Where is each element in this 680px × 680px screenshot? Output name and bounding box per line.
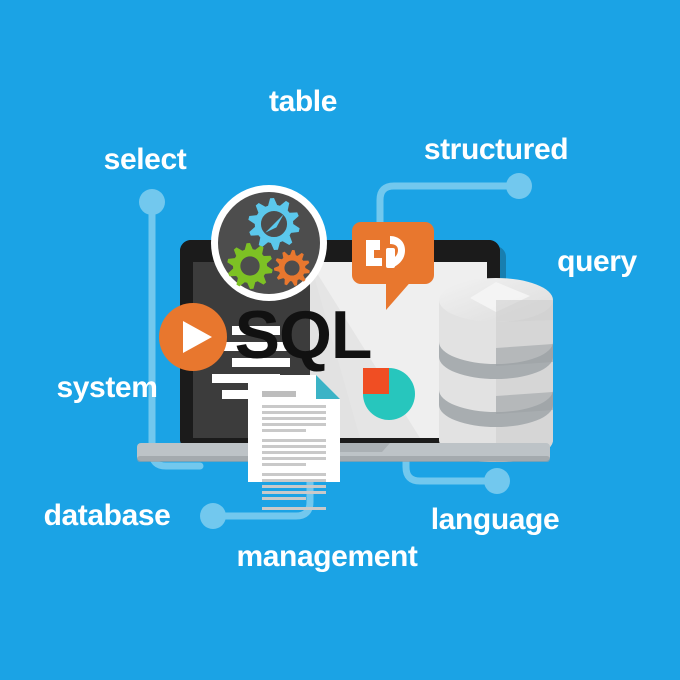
language-connector-dot — [484, 468, 510, 494]
document-text-line — [262, 457, 326, 460]
document-heading-line — [262, 391, 296, 397]
document-text-line — [262, 445, 326, 448]
document-text-line — [262, 429, 306, 432]
code-bar-2 — [232, 358, 290, 367]
structured-connector-dot — [506, 173, 532, 199]
code-bar-4 — [222, 390, 260, 399]
document-text-line — [262, 423, 326, 426]
keyword-table: table — [268, 85, 338, 118]
document-text-line — [262, 405, 326, 408]
document-text-line — [262, 485, 326, 488]
code-bar-0 — [232, 326, 280, 335]
code-lines — [212, 326, 290, 399]
keyword-management: management — [236, 540, 418, 573]
select-connector-dot — [139, 189, 165, 215]
compass-needle-icon — [265, 214, 284, 233]
laptop-base — [137, 443, 550, 462]
chat-bubble-icon[interactable] — [352, 222, 434, 310]
database-connector-line — [209, 444, 314, 520]
keyword-database: database — [43, 499, 171, 532]
document-text-line — [262, 491, 326, 494]
gear-green — [227, 243, 273, 289]
document-icon — [248, 375, 340, 510]
keyword-query: query — [557, 245, 637, 278]
structured-connector-line — [376, 182, 523, 242]
keyword-language: language — [430, 503, 560, 536]
code-bar-3 — [212, 374, 280, 383]
document-text-line — [262, 507, 326, 510]
document-text-line — [262, 417, 326, 420]
document-text-line — [262, 497, 306, 500]
document-text-line — [262, 439, 326, 442]
document-text-line — [262, 463, 306, 466]
database-cylinder-icon — [439, 278, 553, 462]
document-text-line — [262, 479, 326, 482]
keyword-select: select — [103, 143, 187, 176]
gear-orange — [274, 250, 310, 286]
gears-icon[interactable] — [211, 185, 327, 301]
database-connector-dot — [200, 503, 226, 529]
document-text-line — [262, 473, 326, 476]
chat-glyph — [366, 236, 405, 268]
gear-blue — [248, 198, 300, 250]
document-text-line — [262, 451, 326, 454]
language-connector-line — [402, 436, 501, 485]
play-button-icon[interactable] — [159, 303, 227, 371]
pie-chart-icon — [363, 368, 415, 420]
keyword-system: system — [56, 371, 158, 404]
sql-wordmark: SQL — [234, 297, 373, 373]
document-text-line — [262, 411, 326, 414]
code-bar-1 — [222, 342, 290, 351]
keyword-structured: structured — [423, 133, 569, 166]
